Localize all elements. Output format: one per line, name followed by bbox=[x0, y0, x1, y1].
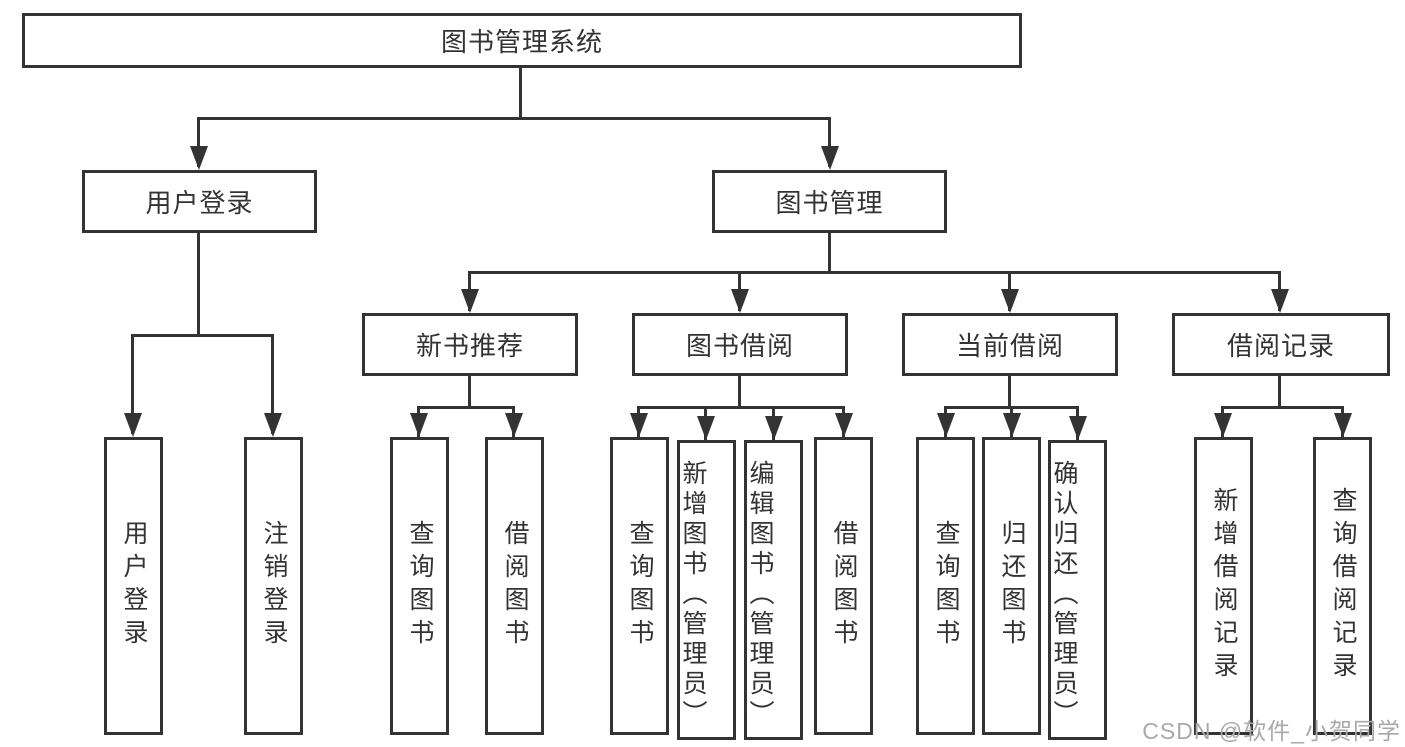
arrow-down-icon bbox=[731, 289, 749, 313]
connector-borrow-stem bbox=[738, 375, 741, 409]
connector-drop-user-login bbox=[197, 117, 200, 167]
node-label: 图书管理系统 bbox=[440, 27, 603, 57]
arrow-down-icon bbox=[630, 413, 648, 437]
node-current-borrow: 当前借阅 bbox=[902, 313, 1118, 376]
connector-bookmgmt-stem bbox=[828, 232, 831, 274]
leaf-add-books-admin: 新增图书（管理员） bbox=[677, 440, 736, 740]
csdn-watermark: CSDN @软件_小贺同学 bbox=[1142, 718, 1401, 744]
leaf-borrow-books: 借阅图书 bbox=[485, 437, 544, 735]
connector-records-stem bbox=[1278, 375, 1281, 409]
leaf-label: 查询图书 bbox=[932, 520, 960, 652]
connector-root-stem bbox=[519, 68, 522, 120]
arrow-down-icon bbox=[1003, 413, 1021, 437]
arrow-down-icon bbox=[190, 146, 208, 170]
node-borrow-records: 借阅记录 bbox=[1172, 313, 1390, 376]
arrow-down-icon bbox=[1069, 416, 1087, 440]
arrow-down-icon bbox=[124, 413, 142, 437]
arrow-down-icon bbox=[1001, 289, 1019, 313]
leaf-label: 用户登录 bbox=[120, 520, 148, 652]
node-new-book-recommend: 新书推荐 bbox=[362, 313, 578, 376]
leaf-add-borrow-record: 新增借阅记录 bbox=[1194, 437, 1253, 735]
connector-drop-leaf bbox=[271, 334, 274, 434]
leaf-edit-books-admin: 编辑图书（管理员） bbox=[744, 440, 803, 740]
arrow-down-icon bbox=[937, 413, 955, 437]
leaf-query-borrow-record: 查询借阅记录 bbox=[1313, 437, 1372, 735]
leaf-user-login: 用户登录 bbox=[104, 437, 163, 735]
arrow-down-icon bbox=[1214, 413, 1232, 437]
node-label: 用户登录 bbox=[145, 188, 254, 218]
arrow-down-icon bbox=[264, 413, 282, 437]
arrow-down-icon bbox=[1271, 289, 1289, 313]
leaf-query-books: 查询图书 bbox=[610, 437, 669, 735]
node-user-login: 用户登录 bbox=[82, 170, 317, 233]
leaf-borrow-books: 借阅图书 bbox=[814, 437, 873, 735]
node-label: 图书管理 bbox=[775, 188, 884, 218]
leaf-label: 借阅图书 bbox=[501, 520, 529, 652]
arrow-down-icon bbox=[410, 413, 428, 437]
leaf-logout: 注销登录 bbox=[244, 437, 303, 735]
leaf-label: 新增图书（管理员） bbox=[679, 460, 707, 730]
node-label: 当前借阅 bbox=[955, 331, 1064, 361]
node-root-library-system: 图书管理系统 bbox=[22, 13, 1022, 68]
leaf-confirm-return-admin: 确认归还（管理员） bbox=[1048, 440, 1107, 740]
leaf-label: 查询借阅记录 bbox=[1329, 487, 1357, 685]
connector-newbook-hbar bbox=[417, 406, 515, 409]
arrow-down-icon bbox=[505, 413, 523, 437]
connector-borrow-hbar bbox=[637, 406, 845, 409]
connector-bookmgmt-hbar bbox=[468, 271, 1281, 274]
connector-newbook-stem bbox=[468, 375, 471, 409]
connector-drop-book-mgmt bbox=[828, 117, 831, 167]
leaf-query-books: 查询图书 bbox=[390, 437, 449, 735]
node-book-management: 图书管理 bbox=[712, 170, 947, 233]
arrow-down-icon bbox=[835, 413, 853, 437]
node-label: 借阅记录 bbox=[1226, 331, 1335, 361]
leaf-label: 确认归还（管理员） bbox=[1050, 460, 1078, 730]
node-label: 图书借阅 bbox=[685, 331, 794, 361]
leaf-query-books: 查询图书 bbox=[916, 437, 975, 735]
connector-records-hbar bbox=[1221, 406, 1344, 409]
arrow-down-icon bbox=[1334, 413, 1352, 437]
leaf-label: 注销登录 bbox=[260, 520, 288, 652]
connector-userlogin-hbar bbox=[131, 334, 274, 337]
connector-userlogin-stem bbox=[197, 232, 200, 336]
leaf-label: 查询图书 bbox=[406, 520, 434, 652]
node-book-borrow: 图书借阅 bbox=[632, 313, 848, 376]
leaf-label: 归还图书 bbox=[998, 520, 1026, 652]
arrow-down-icon bbox=[697, 416, 715, 440]
leaf-label: 编辑图书（管理员） bbox=[746, 460, 774, 730]
connector-current-stem bbox=[1008, 375, 1011, 409]
leaf-label: 借阅图书 bbox=[830, 520, 858, 652]
connector-drop-leaf bbox=[131, 334, 134, 434]
leaf-label: 新增借阅记录 bbox=[1210, 487, 1238, 685]
arrow-down-icon bbox=[461, 289, 479, 313]
leaf-label: 查询图书 bbox=[626, 520, 654, 652]
node-label: 新书推荐 bbox=[415, 331, 524, 361]
connector-root-hbar bbox=[197, 117, 831, 120]
arrow-down-icon bbox=[765, 416, 783, 440]
leaf-return-books: 归还图书 bbox=[982, 437, 1041, 735]
arrow-down-icon bbox=[821, 146, 839, 170]
